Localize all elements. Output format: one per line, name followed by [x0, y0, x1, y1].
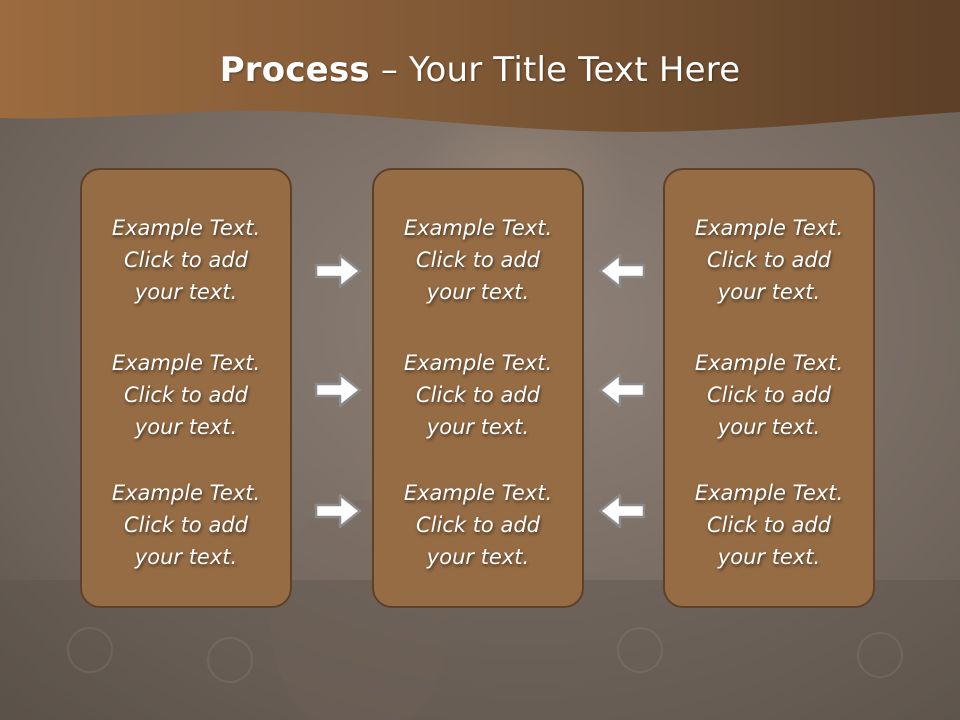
- arrow-right-icon: [314, 253, 362, 289]
- text-block[interactable]: Example Text. Click to add your text.: [82, 212, 290, 308]
- text-line: Click to add: [415, 513, 540, 537]
- text-line: Example Text.: [111, 351, 261, 375]
- text-line: Example Text.: [111, 481, 261, 505]
- text-line: Example Text.: [403, 216, 553, 240]
- text-line: Example Text.: [403, 351, 553, 375]
- text-block[interactable]: Example Text. Click to add your text.: [374, 477, 582, 573]
- text-block[interactable]: Example Text. Click to add your text.: [374, 347, 582, 443]
- arrow-left-icon: [598, 493, 646, 529]
- arrow-left-icon: [598, 372, 646, 408]
- text-line: Click to add: [415, 248, 540, 272]
- header-band: [0, 0, 960, 132]
- text-line: your text.: [717, 545, 821, 569]
- text-line: your text.: [426, 545, 530, 569]
- text-line: Example Text.: [111, 216, 261, 240]
- text-line: Click to add: [123, 248, 248, 272]
- text-line: Example Text.: [694, 481, 844, 505]
- text-line: your text.: [134, 280, 238, 304]
- process-box-left[interactable]: Example Text. Click to add your text. Ex…: [80, 168, 292, 608]
- text-line: your text.: [134, 415, 238, 439]
- text-line: Click to add: [415, 383, 540, 407]
- process-box-middle[interactable]: Example Text. Click to add your text. Ex…: [372, 168, 584, 608]
- text-line: your text.: [717, 415, 821, 439]
- text-line: Click to add: [123, 513, 248, 537]
- text-block[interactable]: Example Text. Click to add your text.: [82, 347, 290, 443]
- slide-title[interactable]: Process – Your Title Text Here: [0, 50, 960, 90]
- title-rest: – Your Title Text Here: [369, 50, 741, 90]
- process-box-right[interactable]: Example Text. Click to add your text. Ex…: [663, 168, 875, 608]
- text-line: your text.: [426, 415, 530, 439]
- text-block[interactable]: Example Text. Click to add your text.: [82, 477, 290, 573]
- text-block[interactable]: Example Text. Click to add your text.: [374, 212, 582, 308]
- text-line: your text.: [134, 545, 238, 569]
- text-line: Click to add: [706, 513, 831, 537]
- text-line: Click to add: [706, 248, 831, 272]
- title-bold: Process: [219, 50, 370, 90]
- text-block[interactable]: Example Text. Click to add your text.: [665, 212, 873, 308]
- text-line: Example Text.: [403, 481, 553, 505]
- text-line: Example Text.: [694, 351, 844, 375]
- text-line: your text.: [717, 280, 821, 304]
- arrow-left-icon: [598, 253, 646, 289]
- text-line: your text.: [426, 280, 530, 304]
- arrow-right-icon: [314, 372, 362, 408]
- text-line: Click to add: [706, 383, 831, 407]
- arrow-right-icon: [314, 493, 362, 529]
- text-block[interactable]: Example Text. Click to add your text.: [665, 347, 873, 443]
- text-line: Click to add: [123, 383, 248, 407]
- text-block[interactable]: Example Text. Click to add your text.: [665, 477, 873, 573]
- text-line: Example Text.: [694, 216, 844, 240]
